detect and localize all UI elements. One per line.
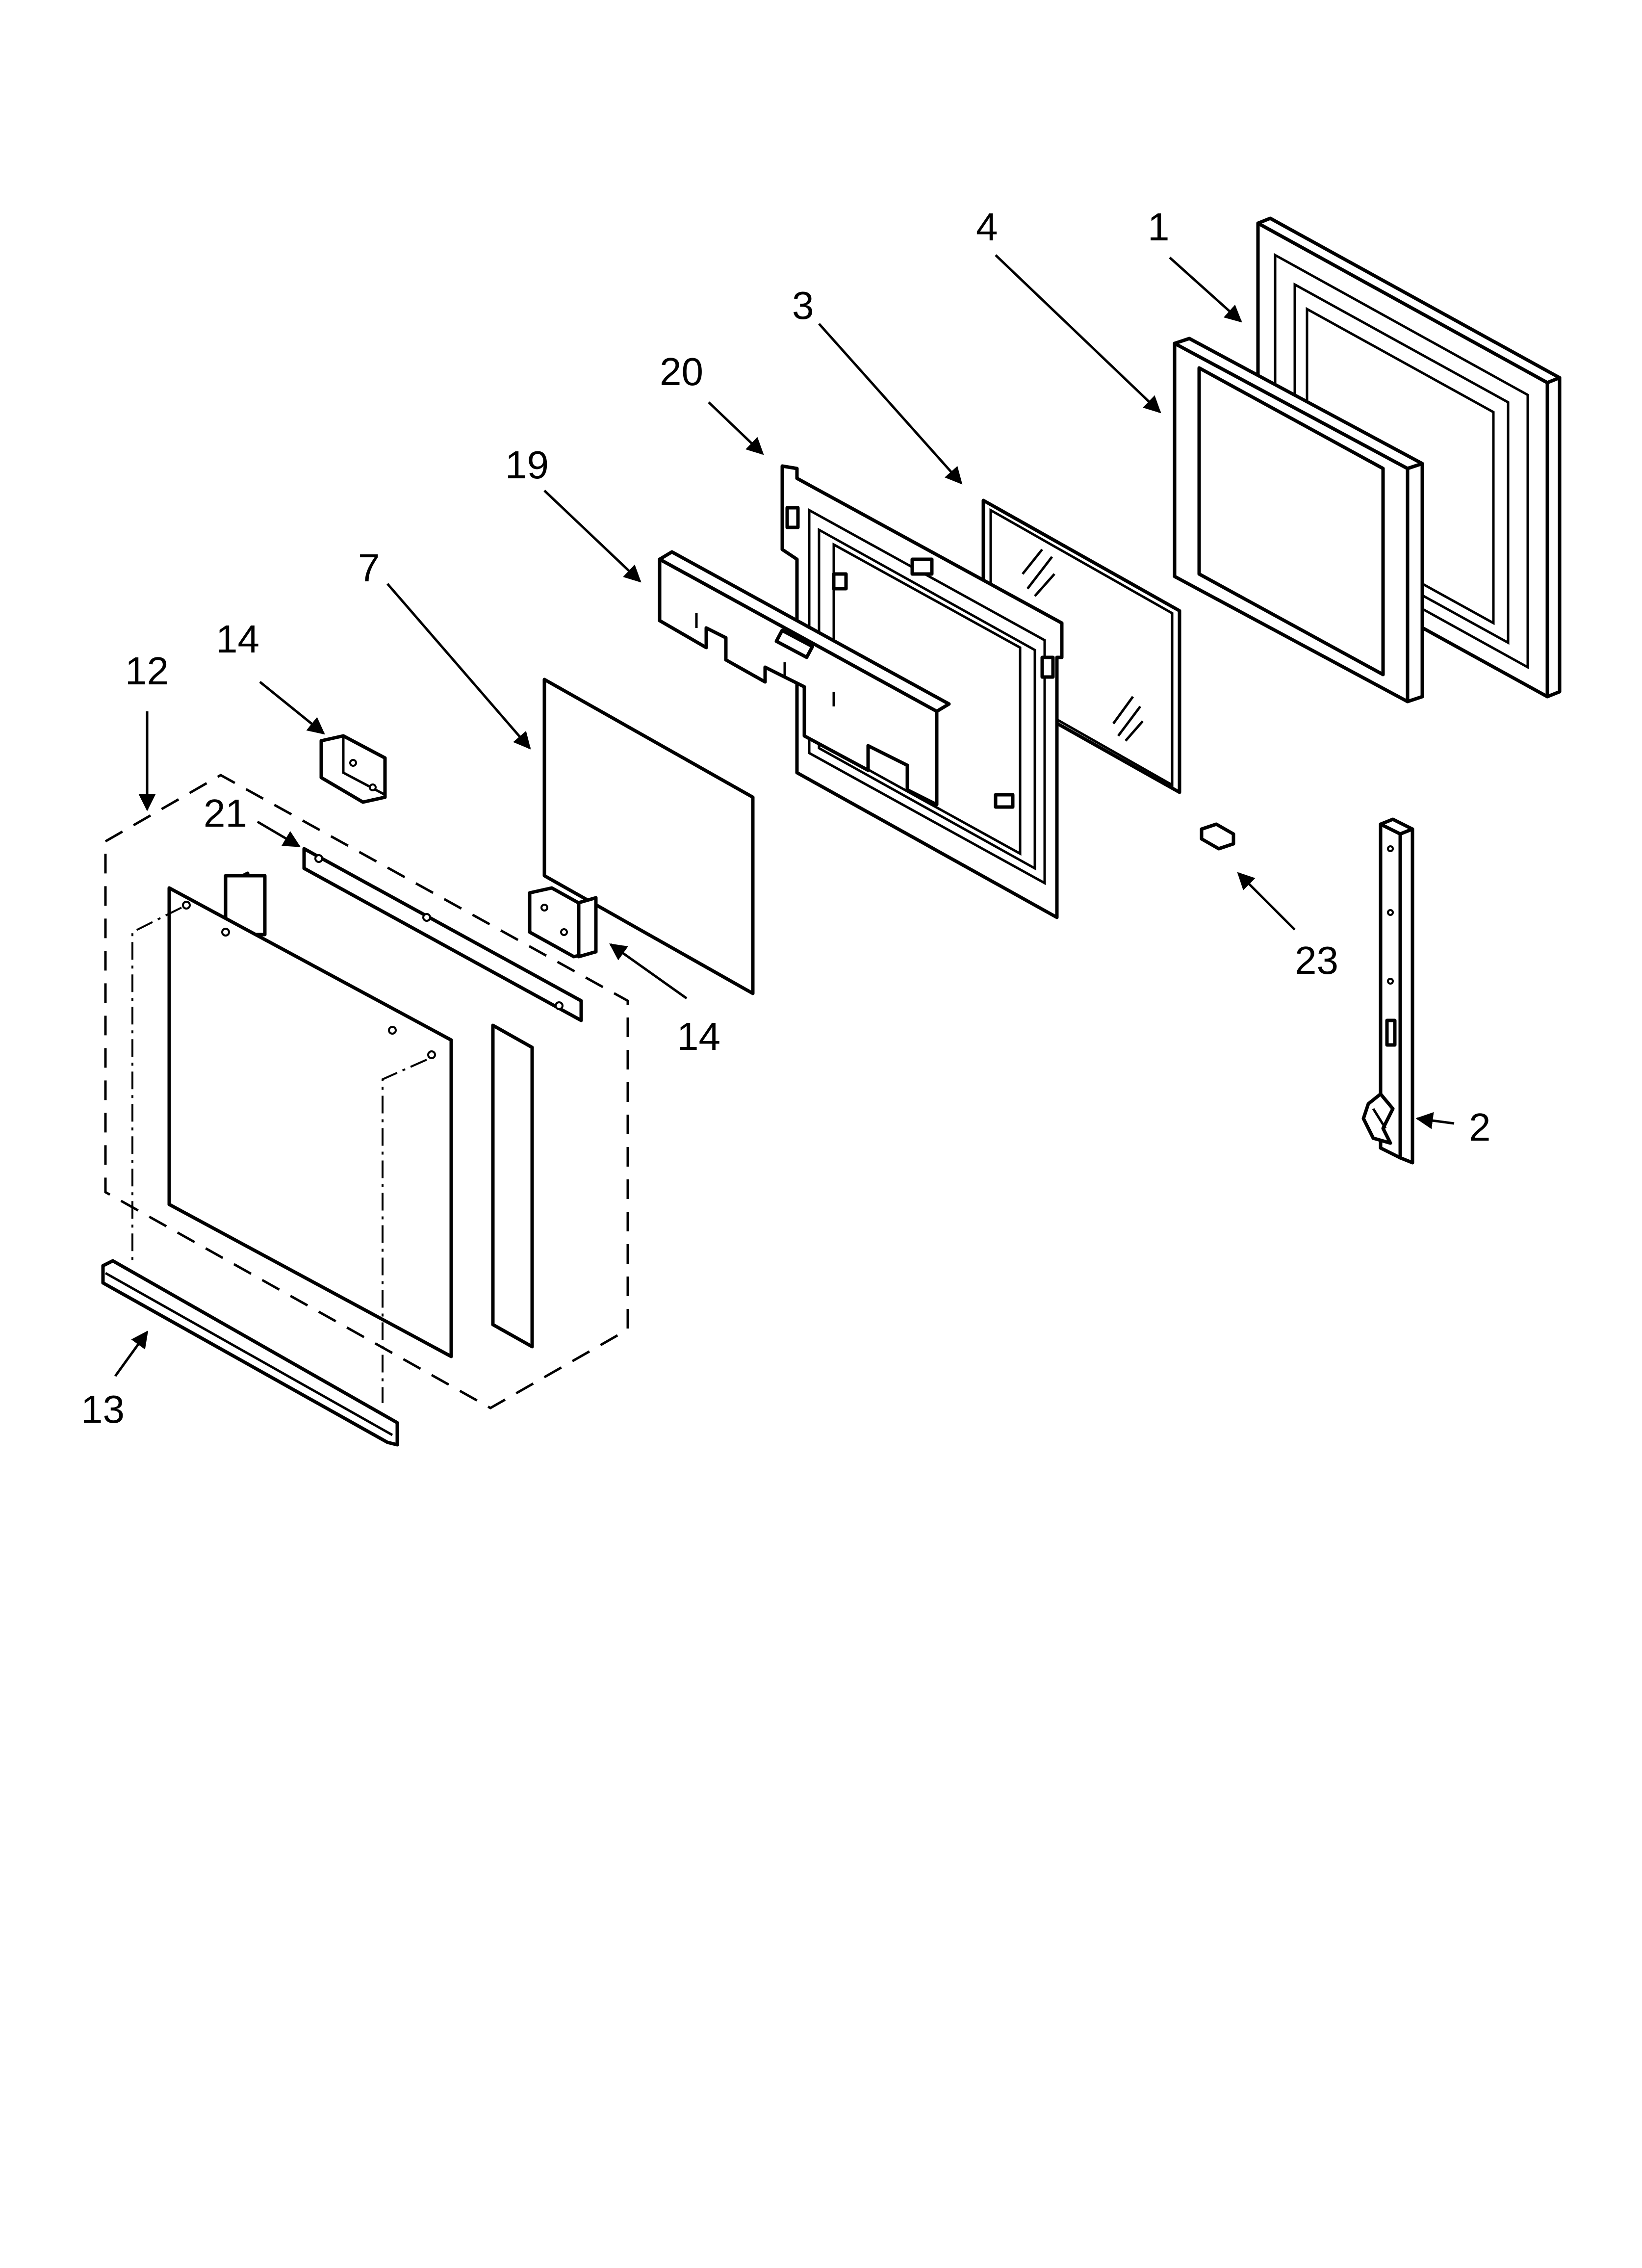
part-21-trim-strip xyxy=(302,847,583,1022)
part-23-clip xyxy=(1200,822,1235,851)
part-14-upper-bracket xyxy=(319,734,387,804)
side-strip xyxy=(491,1023,534,1349)
callout-20: 20 xyxy=(660,350,703,393)
part-12-outer-door-assembly xyxy=(104,774,629,1409)
leader-lines xyxy=(114,254,1455,1377)
outer-glass-panel xyxy=(131,871,453,1403)
part-4-door-frame xyxy=(1173,337,1424,704)
part-13-door-handle xyxy=(101,1259,399,1447)
callout-23: 23 xyxy=(1295,938,1338,982)
part-14-lower-bracket xyxy=(528,886,598,959)
callout-1: 1 xyxy=(1148,205,1170,249)
part-19-heat-shield xyxy=(658,550,951,807)
callout-12: 12 xyxy=(125,649,169,693)
callout-14-lower: 14 xyxy=(677,1015,720,1058)
callout-14-upper: 14 xyxy=(216,617,259,661)
callout-13: 13 xyxy=(81,1387,125,1431)
part-2-hinge xyxy=(1361,817,1414,1165)
callout-2: 2 xyxy=(1469,1105,1491,1149)
callout-7: 7 xyxy=(358,546,380,590)
part-7-glass xyxy=(542,678,755,995)
callout-4: 4 xyxy=(976,205,998,249)
callout-21: 21 xyxy=(204,791,247,835)
callout-labels: 1 2 3 4 7 12 13 14 14 19 20 21 23 xyxy=(81,205,1491,1431)
callout-3: 3 xyxy=(792,284,814,327)
callout-19: 19 xyxy=(505,443,549,487)
